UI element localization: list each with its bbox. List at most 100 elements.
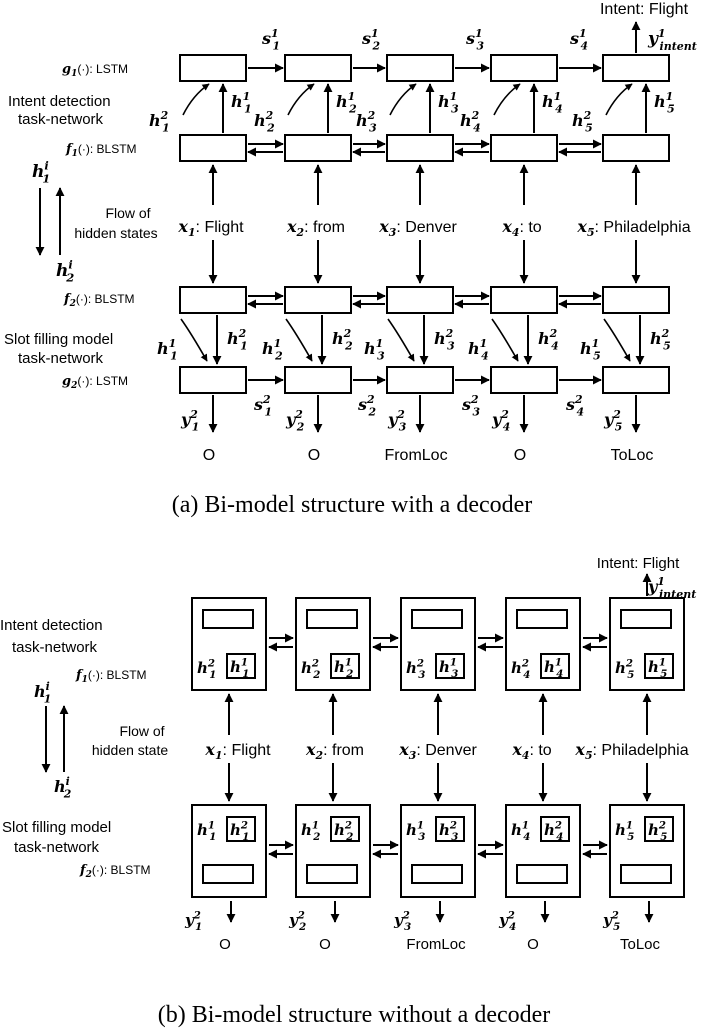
y2-label-b-5-base: y [602,911,613,929]
h1-curve-arrow [285,318,313,362]
g1-label-fn: g [62,62,71,77]
f1-label: f1(·): BLSTM [65,142,137,159]
f1-label-sub: 1 [72,149,78,159]
g1-lstm-box-4 [490,54,558,82]
s1-top-label-4-sup: 1 [579,27,587,40]
h1-label-b-lower-5-sub: 5 [627,831,634,843]
h2-label-a-lower-1-sup: 2 [238,327,247,340]
h-i-2-label-sup: i [68,257,72,271]
slot-output-3: FromLoc [384,447,447,464]
h2-label-b-1-sub: 1 [209,669,216,681]
f1-label-b: f1(·): BLSTM [75,668,147,685]
h2-label-b-4-base: h [511,659,522,677]
s2-bottom-label-2-sup: 2 [366,393,375,406]
slot-inner-h2-box-2 [330,816,360,842]
h1-label-a-5-sub: 5 [667,102,675,115]
g2-label-sub: 2 [70,381,77,391]
h1-curve-arrow [180,318,208,362]
h2-label-a-4-sup: 2 [471,109,480,122]
word-label-2: x2: from [286,217,345,239]
h-i-1-label-sup: i [44,158,48,172]
intent-inner-h1-box-1 [226,653,256,679]
g1-label-sub: 1 [71,69,77,79]
y2-label-b-1-base: y [184,911,195,929]
s2-bottom-label-3-sup: 2 [470,393,479,406]
slot-output-b-3: FromLoc [406,936,466,953]
flow-label-2: hidden states [74,225,157,241]
h1-label-b-box-1-base: h [230,658,241,676]
s1-top-label-1-sub: 1 [273,39,281,52]
y-sub: intent [660,40,697,53]
f2-label-sub: 2 [69,299,76,309]
f1-blstm-box-5 [602,134,670,162]
h1-label-a-lower-4-base: h [468,339,480,358]
h1-label-a-lower-4-sup: 1 [480,337,488,350]
h2-label-b-1-sup: 2 [207,657,215,669]
h1-label-b-box-4-base: h [544,658,555,676]
y2-label-b-4-sup: 2 [507,909,515,921]
y2-label-a-2-sup: 2 [294,408,303,421]
h1-label-b-box-3-base: h [439,658,450,676]
y2-label-b-3-sub: 3 [404,921,411,933]
f2-label-b: f2(·): BLSTM [79,863,151,880]
h1-label-b-lower-2-base: h [301,821,312,839]
f2-label: f2(·): BLSTM [63,292,135,309]
h1-label-b-box-4-sub: 4 [556,668,563,680]
word-var: x [378,217,389,236]
word-var: x [398,740,409,759]
h-i-2-label-sub: 2 [65,271,74,285]
h1-label-a-5-sup: 1 [666,90,674,103]
h2-curve-arrow [287,83,315,116]
h2-label-b-box-3-base: h [439,821,450,839]
h2-label-b-box-4-sup: 2 [554,819,562,831]
word-label-2: x2: from [305,740,364,762]
h-i-2-label-b-sup: i [66,775,70,788]
h1-label-a-4-sup: 1 [554,90,562,103]
intent-inner-h1-box-5 [644,653,674,679]
y2-label-a-5-base: y [603,410,615,429]
h2-curve-arrow [182,83,210,116]
h-i-1-label-b-base: h [34,682,46,701]
f1-label-arg: (·): BLSTM [78,142,137,156]
word-sub: 3 [389,226,397,239]
h2-label-a-1-sup: 2 [160,109,169,122]
h1-label-b-box-1-sub: 1 [242,668,249,680]
h1-label-a-2-sup: 1 [348,90,356,103]
h2-label-a-3-sub: 3 [369,121,377,134]
h2-label-b-box-5-base: h [648,821,659,839]
h2-label-a-lower-3-sub: 3 [447,339,455,352]
h2-label-a-5-sub: 5 [585,121,593,134]
y2-label-a-2-base: y [285,410,297,429]
h2-label-b-4-sub: 4 [523,669,530,681]
h2-label-a-1-sub: 1 [162,121,170,134]
h1-label-a-lower-1-base: h [157,339,169,358]
h2-label-b-box-2-base: h [334,821,345,839]
h1-label-b-lower-2-sup: 1 [312,819,319,831]
h1-label-a-3-base: h [438,92,450,111]
h2-label-b-5-base: h [615,659,626,677]
h2-label-a-5-base: h [572,111,584,130]
f2-label-arg: (·): BLSTM [76,292,135,306]
word-label-1: x1: Flight [204,740,271,762]
word-sub: 3 [409,749,417,762]
h1-label-a-2-sub: 2 [348,102,357,115]
h2-label-b-4-sup: 2 [521,657,529,669]
h1-label-b-lower-4-sub: 4 [523,831,530,843]
y2-label-a-1-sup: 2 [189,408,198,421]
f1-label-b-sub: 1 [82,675,88,685]
flow-label-b: Flow of [119,723,164,739]
y2-label-b-2-sub: 2 [298,921,306,933]
